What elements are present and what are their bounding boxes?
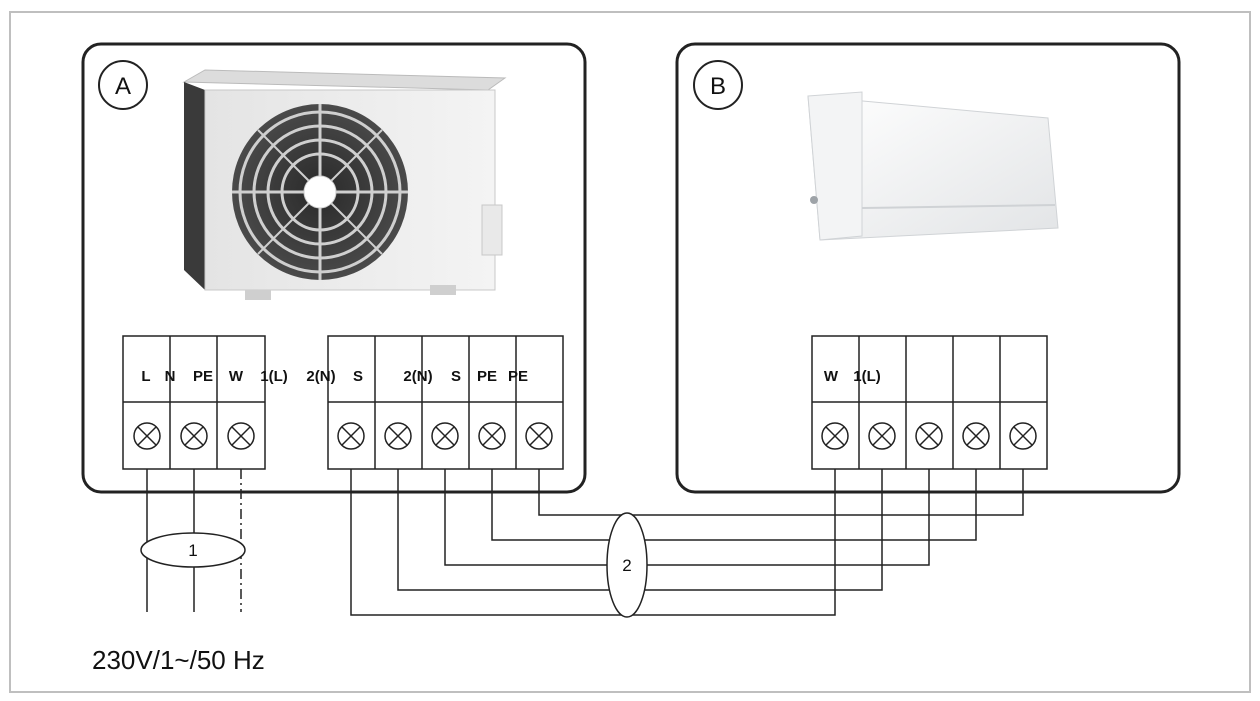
- interconnect-wire-5: [538, 469, 1024, 516]
- interconnect-wire-3: [444, 469, 930, 566]
- interconnect-wire-4: [491, 469, 977, 541]
- indoor-terminal-label-1l: 1(L): [853, 368, 881, 385]
- indoor-split-ac-unit-icon: [807, 91, 1059, 241]
- terminal-label-2n: 2(N): [306, 368, 335, 385]
- terminal-screw-icon: [915, 422, 943, 450]
- terminal-label-2n-second: 2(N): [403, 368, 432, 385]
- terminal-label-w: W: [229, 368, 244, 385]
- outdoor-unit-panel: A: [81, 42, 587, 494]
- interconnect-cable-marker: [606, 512, 648, 618]
- terminal-screw-icon: [525, 422, 553, 450]
- terminal-label-l: L: [141, 368, 150, 385]
- indoor-unit-panel: B W 1(L): [675, 42, 1181, 494]
- terminal-label-pe: PE: [193, 368, 213, 385]
- outdoor-unit-badge: A: [98, 60, 148, 110]
- terminal-label-pe-link-second: PE: [508, 368, 528, 385]
- terminal-screw-icon: [180, 422, 208, 450]
- terminal-label-s-second: S: [451, 368, 461, 385]
- terminal-label-s: S: [353, 368, 363, 385]
- power-cable-marker: [140, 532, 246, 568]
- outdoor-ac-unit-icon: [182, 69, 507, 300]
- terminal-screw-icon: [821, 422, 849, 450]
- power-supply-spec: 230V/1~/50 Hz: [92, 645, 265, 675]
- terminal-label-n: N: [165, 368, 176, 385]
- power-cable-label: 1: [188, 541, 197, 560]
- interconnect-wire-1: [350, 469, 836, 616]
- terminal-label-1l: 1(L): [260, 368, 288, 385]
- power-cable: 1: [140, 469, 246, 612]
- interconnect-cable-label: 2: [622, 556, 631, 575]
- terminal-label-pe-link: PE: [477, 368, 497, 385]
- indoor-unit-box: [675, 42, 1181, 494]
- terminal-screw-icon: [868, 422, 896, 450]
- indoor-terminal-label-w: W: [824, 368, 839, 385]
- terminal-screw-icon: [478, 422, 506, 450]
- indoor-unit-badge-label: B: [710, 73, 726, 100]
- terminal-screw-icon: [384, 422, 412, 450]
- terminal-screw-icon: [227, 422, 255, 450]
- outdoor-unit-badge-label: A: [115, 73, 131, 100]
- terminal-screw-icon: [431, 422, 459, 450]
- terminal-screw-icon: [962, 422, 990, 450]
- terminal-screw-icon: [133, 422, 161, 450]
- terminal-screw-icon: [337, 422, 365, 450]
- outdoor-unit-box: [81, 42, 587, 494]
- indoor-unit-badge: B: [693, 60, 743, 110]
- terminal-screw-icon: [1009, 422, 1037, 450]
